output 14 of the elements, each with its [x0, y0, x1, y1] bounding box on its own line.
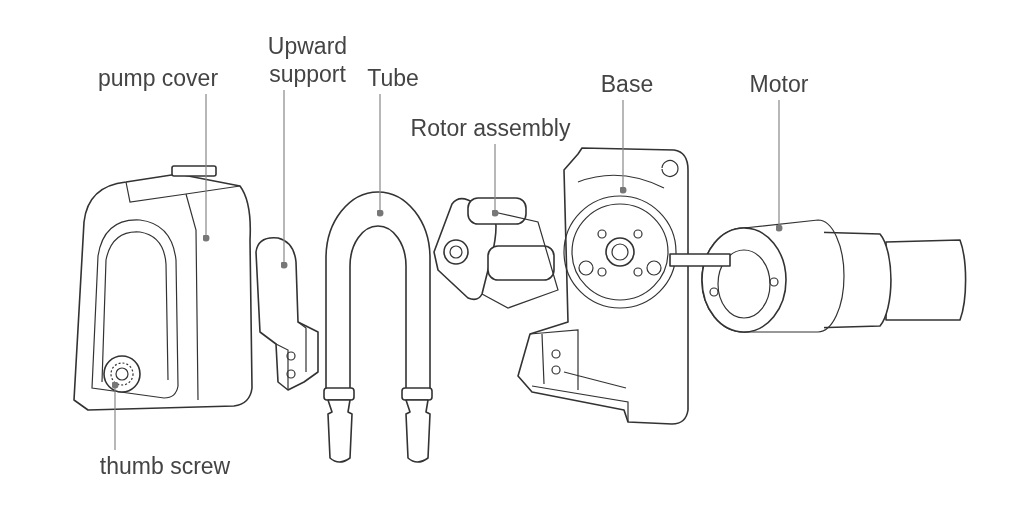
part-label: Base: [594, 70, 660, 98]
leader-line: [202, 93, 210, 242]
leader-line: [491, 143, 499, 217]
leader-line: [376, 93, 384, 217]
leader-line: [619, 99, 627, 194]
part-label: Tube: [366, 64, 420, 92]
part-label: Motor: [738, 70, 820, 98]
part-label: Upward support: [250, 32, 365, 88]
part-label: pump cover: [78, 64, 238, 92]
part-label: Rotor assembly: [393, 114, 588, 142]
leader-line: [111, 381, 119, 451]
part-label: thumb screw: [80, 452, 250, 480]
leader-line: [775, 99, 783, 232]
leader-line: [280, 89, 288, 269]
